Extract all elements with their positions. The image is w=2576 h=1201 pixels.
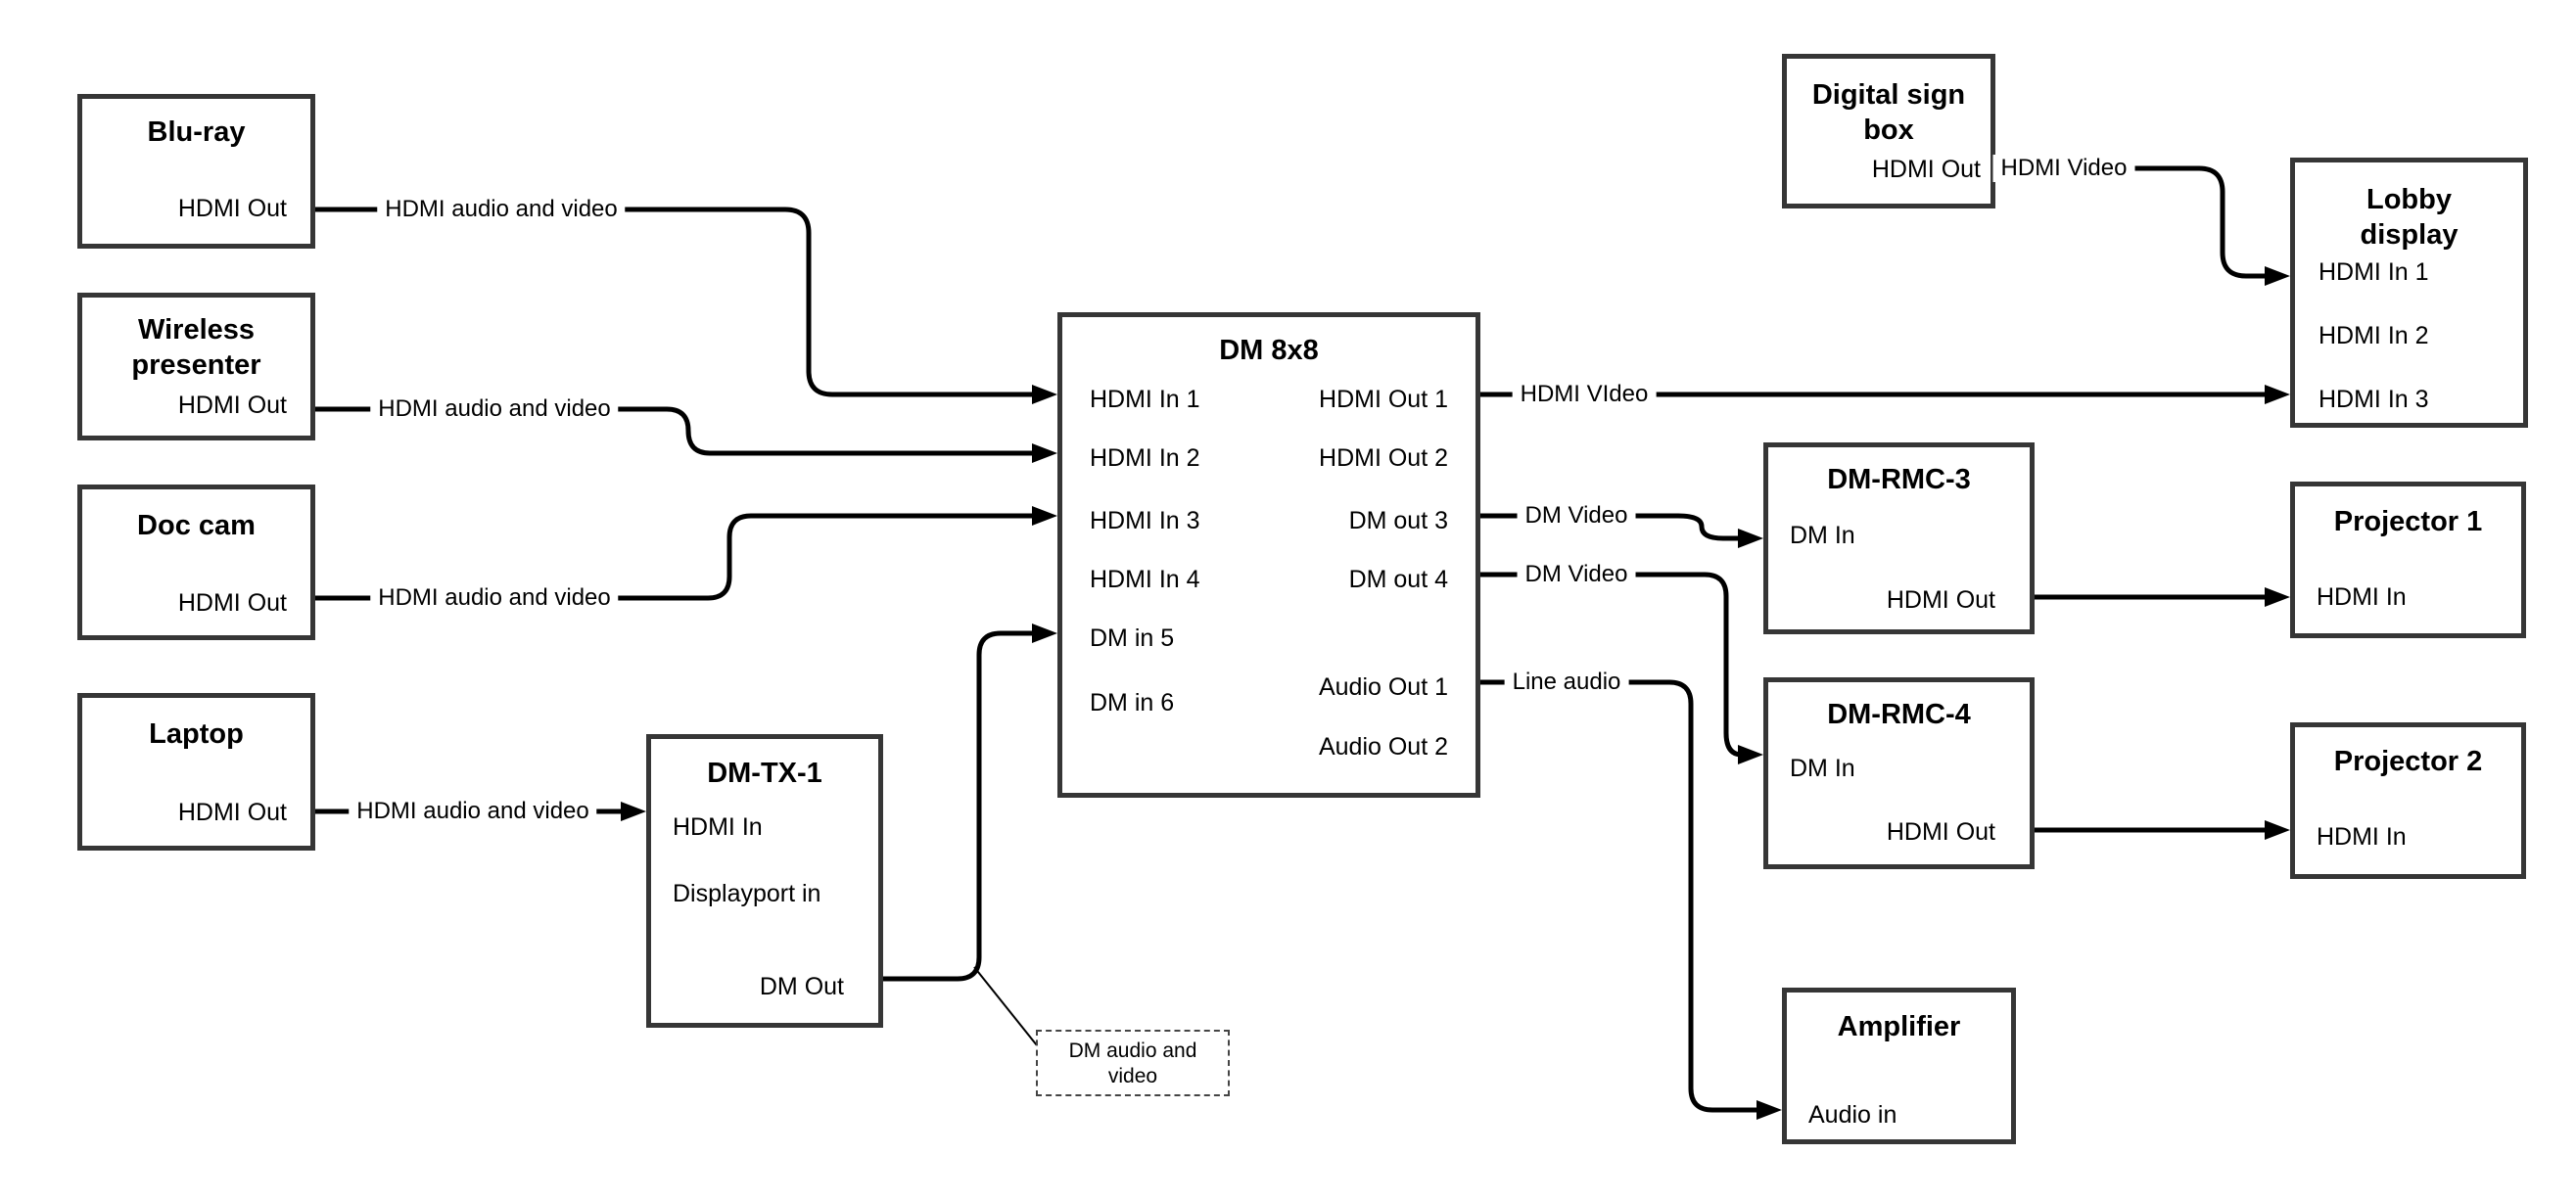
port-dm-out: DM Out bbox=[759, 973, 844, 1000]
port-hdmi-out: HDMI Out bbox=[1886, 818, 1995, 846]
node-title: Projector 1 bbox=[2333, 506, 2483, 537]
connector-bluray-to-dm8x8-in1 bbox=[315, 207, 1036, 397]
node-title: Doc cam bbox=[137, 510, 256, 541]
node-title: Wireless presenter bbox=[131, 314, 261, 381]
port-hdmi-in: HDMI In bbox=[2317, 583, 2407, 611]
wire-label-hdmi-av-laptop: HDMI audio and video bbox=[349, 798, 597, 825]
node-digital-sign-box: Digital sign box HDMI Out bbox=[1782, 54, 1995, 208]
port-dm-out-4: DM out 4 bbox=[1348, 566, 1448, 593]
port-hdmi-in-3: HDMI In 3 bbox=[2318, 386, 2429, 413]
node-title: Projector 2 bbox=[2333, 746, 2483, 777]
wire-label-hdmi-av-doccam: HDMI audio and video bbox=[370, 584, 619, 612]
node-title: Lobby display bbox=[2360, 184, 2459, 251]
arrowhead-dm8x8-in5 bbox=[1032, 624, 1057, 643]
wire-label-hdmi-av-wireless: HDMI audio and video bbox=[370, 395, 619, 423]
port-dm-in: DM In bbox=[1790, 755, 1855, 782]
arrowhead-dm8x8-in3 bbox=[1032, 506, 1057, 526]
port-audio-out-1: Audio Out 1 bbox=[1318, 673, 1448, 701]
node-title: DM-TX-1 bbox=[707, 758, 822, 789]
node-title: Digital sign box bbox=[1811, 79, 1966, 146]
port-hdmi-out: HDMI Out bbox=[1886, 586, 1995, 614]
port-hdmi-in-3: HDMI In 3 bbox=[1090, 507, 1200, 534]
port-dm-in: DM In bbox=[1790, 522, 1855, 549]
connector-dmtx1-to-dm8x8-in5 bbox=[883, 630, 1036, 982]
arrowhead-dm8x8-in2 bbox=[1032, 443, 1057, 463]
node-wireless-presenter: Wireless presenter HDMI Out bbox=[77, 293, 315, 440]
arrowhead-amp-audio bbox=[1756, 1100, 1782, 1120]
port-hdmi-in: HDMI In bbox=[2317, 823, 2407, 851]
wire-label-dm-video-out4: DM Video bbox=[1517, 561, 1636, 588]
wire-label-hdmi-video-sign: HDMI Video bbox=[1992, 155, 2135, 182]
node-title: DM-RMC-4 bbox=[1827, 699, 1971, 730]
connector-dm8x8-out3-to-rmc3 bbox=[1480, 513, 1740, 541]
port-hdmi-in-4: HDMI In 4 bbox=[1090, 566, 1200, 593]
port-hdmi-in: HDMI In bbox=[673, 813, 763, 841]
port-hdmi-out: HDMI Out bbox=[1871, 156, 1981, 183]
port-hdmi-out: HDMI Out bbox=[177, 589, 287, 617]
node-title: Laptop bbox=[149, 718, 244, 750]
connector-wireless-to-dm8x8-in2 bbox=[315, 406, 1036, 456]
connector-dm8x8-audio1-to-amp bbox=[1480, 679, 1758, 1113]
node-lobby-display: Lobby display HDMI In 1 HDMI In 2 HDMI I… bbox=[2290, 158, 2528, 428]
port-hdmi-in-2: HDMI In 2 bbox=[1090, 444, 1200, 472]
callout-dm-audio-video: DM audio and video bbox=[1036, 1030, 1230, 1096]
port-hdmi-out-1: HDMI Out 1 bbox=[1319, 386, 1448, 413]
arrowhead-proj2-in bbox=[2265, 820, 2290, 840]
port-audio-out-2: Audio Out 2 bbox=[1318, 733, 1448, 761]
node-title: Blu-ray bbox=[147, 116, 246, 148]
node-dm-rmc-4: DM-RMC-4 DM In HDMI Out bbox=[1763, 677, 2035, 869]
arrowhead-proj1-in bbox=[2265, 587, 2290, 607]
port-hdmi-in-1: HDMI In 1 bbox=[2318, 258, 2429, 286]
connector-digitalsign-to-lobby bbox=[1995, 165, 2267, 279]
node-dm-rmc-3: DM-RMC-3 DM In HDMI Out bbox=[1763, 442, 2035, 634]
port-hdmi-out: HDMI Out bbox=[177, 799, 287, 826]
wire-label-line-audio: Line audio bbox=[1504, 669, 1629, 696]
arrowhead-rmc4-dmin bbox=[1738, 745, 1763, 764]
node-projector-1: Projector 1 HDMI In bbox=[2290, 482, 2526, 638]
port-hdmi-out-2: HDMI Out 2 bbox=[1319, 444, 1448, 472]
connector-dm8x8-out4-to-rmc4 bbox=[1480, 572, 1743, 758]
arrowhead-dm8x8-in1 bbox=[1032, 385, 1057, 404]
port-audio-in: Audio in bbox=[1808, 1101, 1897, 1129]
arrowhead-rmc3-dmin bbox=[1738, 529, 1763, 548]
node-title: DM-RMC-3 bbox=[1827, 464, 1971, 495]
port-hdmi-out: HDMI Out bbox=[177, 195, 287, 222]
node-projector-2: Projector 2 HDMI In bbox=[2290, 722, 2526, 879]
node-bluray: Blu-ray HDMI Out bbox=[77, 94, 315, 249]
node-dm-8x8: DM 8x8 HDMI In 1 HDMI In 2 HDMI In 3 HDM… bbox=[1057, 312, 1480, 798]
arrowhead-dmtx1-in bbox=[621, 802, 646, 821]
node-title: Amplifier bbox=[1837, 1011, 1961, 1042]
port-dm-in-6: DM in 6 bbox=[1090, 689, 1175, 716]
port-dm-out-3: DM out 3 bbox=[1348, 507, 1448, 534]
node-laptop: Laptop HDMI Out bbox=[77, 693, 315, 851]
arrowhead-lobby-in3 bbox=[2265, 385, 2290, 404]
node-doc-cam: Doc cam HDMI Out bbox=[77, 485, 315, 640]
wire-label-hdmi-av-bluray: HDMI audio and video bbox=[377, 196, 626, 223]
wire-label-dm-video-out3: DM Video bbox=[1517, 502, 1636, 530]
connector-doccam-to-dm8x8-in3 bbox=[315, 513, 1036, 601]
port-hdmi-in-2: HDMI In 2 bbox=[2318, 322, 2429, 349]
node-amplifier: Amplifier Audio in bbox=[1782, 988, 2016, 1144]
port-dm-in-5: DM in 5 bbox=[1090, 624, 1175, 652]
port-displayport-in: Displayport in bbox=[673, 880, 821, 907]
node-dm-tx-1: DM-TX-1 HDMI In Displayport in DM Out bbox=[646, 734, 883, 1028]
callout-leader-line bbox=[973, 966, 1038, 1046]
wire-label-hdmi-video-out1: HDMI VIdeo bbox=[1512, 381, 1657, 408]
port-hdmi-out: HDMI Out bbox=[177, 392, 287, 419]
node-title: DM 8x8 bbox=[1219, 335, 1319, 366]
callout-text: DM audio and video bbox=[1068, 1039, 1197, 1087]
port-hdmi-in-1: HDMI In 1 bbox=[1090, 386, 1200, 413]
arrowhead-lobby-in1 bbox=[2265, 266, 2290, 286]
